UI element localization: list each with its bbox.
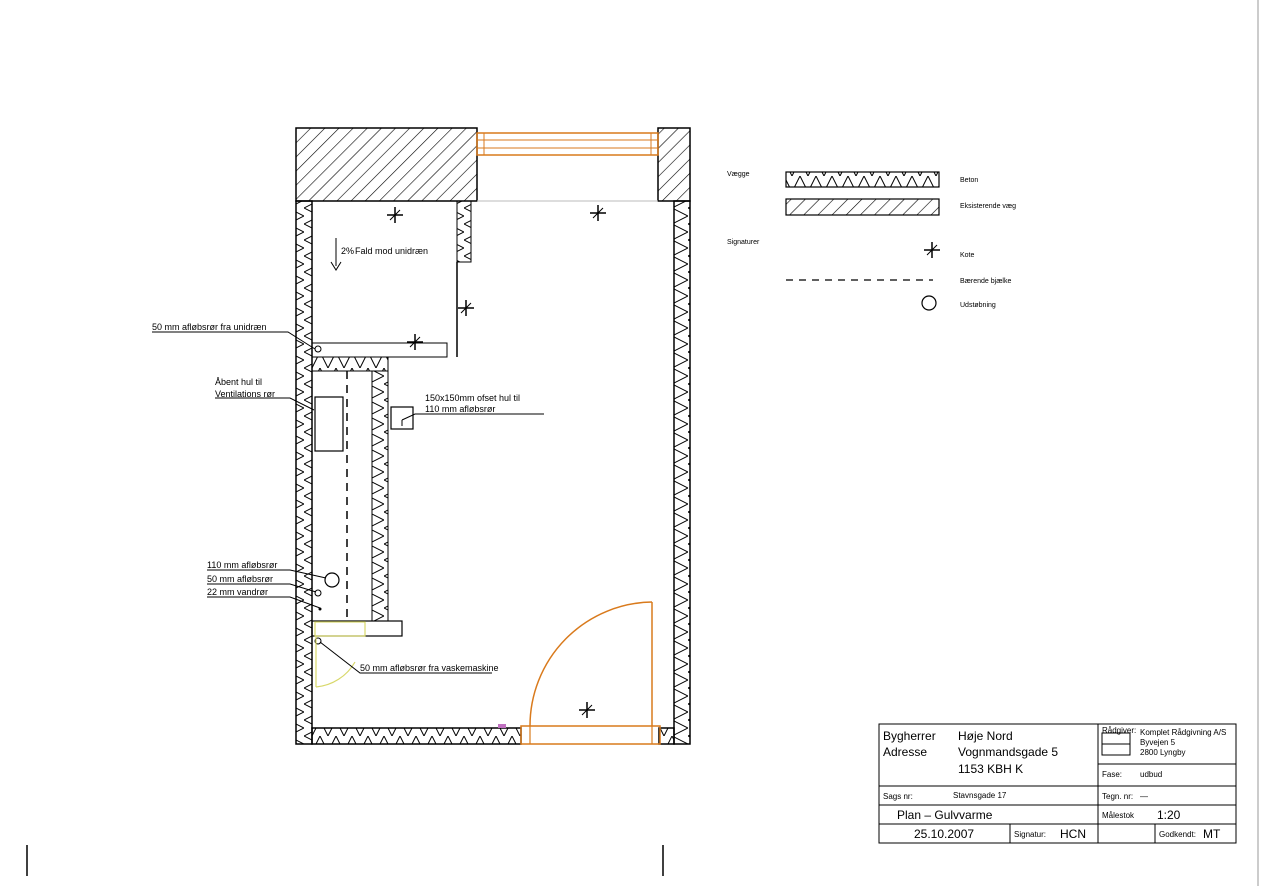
title-block-text: Bygherrer Høje Nord Adresse Vognmandsgad… bbox=[883, 726, 1226, 841]
legend-baerende: Bærende bjælke bbox=[960, 278, 1011, 285]
kote-symbol bbox=[386, 206, 404, 224]
legend-swatch-beton bbox=[785, 171, 940, 188]
leader-lines bbox=[152, 331, 544, 674]
shaft-bottom bbox=[311, 620, 403, 637]
label-r22: 22 mm vandrør bbox=[207, 587, 268, 597]
label-vask: 50 mm afløbsrør fra vaskemaskine bbox=[360, 663, 499, 673]
label-r50: 50 mm afløbsrør bbox=[207, 574, 273, 584]
vent-opening bbox=[314, 396, 344, 452]
tb-tegn-value: — bbox=[1140, 792, 1148, 801]
shower-wall-side bbox=[456, 200, 472, 263]
tb-sign-label: Signatur: bbox=[1014, 830, 1046, 839]
label-ophul-1: 150x150mm ofset hul til bbox=[425, 393, 520, 403]
wall-concrete-right bbox=[673, 200, 691, 745]
legend-vaegge: Vægge bbox=[727, 171, 750, 178]
legend-beton: Beton bbox=[960, 177, 978, 184]
shower-wall-bottom bbox=[311, 342, 448, 358]
label-aabent-hul-2: Ventilations rør bbox=[215, 389, 275, 399]
wall-concrete-bottom-left bbox=[311, 727, 522, 745]
tb-maal-value: 1:20 bbox=[1157, 808, 1181, 822]
door-small bbox=[314, 621, 366, 688]
label-ophul-2: 110 mm afløbsrør bbox=[425, 404, 495, 414]
window-top bbox=[476, 132, 659, 156]
tb-godk-value: MT bbox=[1203, 827, 1221, 841]
drain-vaskemaskine bbox=[314, 637, 322, 645]
legend: Vægge Beton Eksisterende væg Signaturer … bbox=[727, 171, 1016, 311]
drain-pipe-50 bbox=[314, 589, 322, 597]
tb-tegn-label: Tegn. nr: bbox=[1102, 792, 1133, 801]
label-fald: Fald mod unidræn bbox=[355, 246, 428, 256]
legend-circle bbox=[921, 295, 937, 311]
legend-udstoebning: Udstøbning bbox=[960, 302, 996, 309]
legend-signaturer: Signaturer bbox=[727, 239, 760, 246]
installation-wall bbox=[371, 370, 389, 622]
wall-concrete-bottom-right bbox=[658, 727, 675, 745]
kote-symbol bbox=[589, 204, 607, 222]
shaft-top bbox=[311, 356, 389, 372]
marker-purple bbox=[498, 724, 506, 728]
legend-eksisterende: Eksisterende væg bbox=[960, 203, 1016, 210]
label-r110: 110 mm afløbsrør bbox=[207, 560, 277, 570]
tb-adresse-line2: 1153 KBH K bbox=[958, 762, 1023, 776]
legend-kote-symbol bbox=[923, 241, 941, 259]
plan: 2% Fald mod unidræn 50 mm afløbsrør fra … bbox=[152, 127, 691, 745]
tb-firm-addr1: Byvejen 5 bbox=[1140, 738, 1176, 747]
tb-sag-label: Sags nr: bbox=[883, 792, 913, 801]
label-aabent-hul-1: Åbent hul til bbox=[215, 377, 262, 387]
legend-kote: Kote bbox=[960, 252, 975, 259]
tb-fase-label: Fase: bbox=[1102, 770, 1122, 779]
kote-symbol bbox=[578, 701, 596, 719]
tb-adresse-label: Adresse bbox=[883, 745, 927, 759]
wall-existing-top-left bbox=[295, 127, 478, 202]
tb-bygherre-value: Høje Nord bbox=[958, 729, 1013, 743]
title-block bbox=[878, 723, 1237, 844]
tb-adresse-line1: Vognmandsgade 5 bbox=[958, 745, 1058, 759]
drain-unidraen bbox=[314, 345, 322, 353]
door-main bbox=[520, 601, 661, 745]
drain-pipe-110 bbox=[324, 572, 340, 588]
tb-sign-value: HCN bbox=[1060, 827, 1086, 841]
tb-fase-value: udbud bbox=[1140, 770, 1162, 779]
label-fald-pct: 2% bbox=[341, 246, 354, 256]
legend-swatch-eksisterende bbox=[785, 198, 940, 216]
tb-firm-addr2: 2800 Lyngby bbox=[1140, 748, 1186, 757]
tb-maal-label: Målestok bbox=[1102, 811, 1135, 820]
tb-date: 25.10.2007 bbox=[914, 827, 974, 841]
kote-symbol bbox=[406, 333, 424, 351]
tb-godk-label: Godkendt: bbox=[1159, 830, 1196, 839]
kote-symbol bbox=[457, 299, 475, 317]
tb-sag-value: Stavnsgade 17 bbox=[953, 791, 1007, 800]
opening-150 bbox=[390, 406, 414, 430]
tb-bygherre-label: Bygherrer bbox=[883, 729, 936, 743]
tb-firm-name: Komplet Rådgivning A/S bbox=[1140, 728, 1226, 737]
wall-concrete-left bbox=[295, 200, 313, 745]
tb-firm-label: Rådgiver: bbox=[1102, 726, 1136, 735]
tb-plan-title: Plan – Gulvvarme bbox=[897, 808, 993, 822]
label-afloeb-unidraen: 50 mm afløbsrør fra unidræn bbox=[152, 322, 267, 332]
wall-existing-top-right bbox=[657, 127, 691, 202]
